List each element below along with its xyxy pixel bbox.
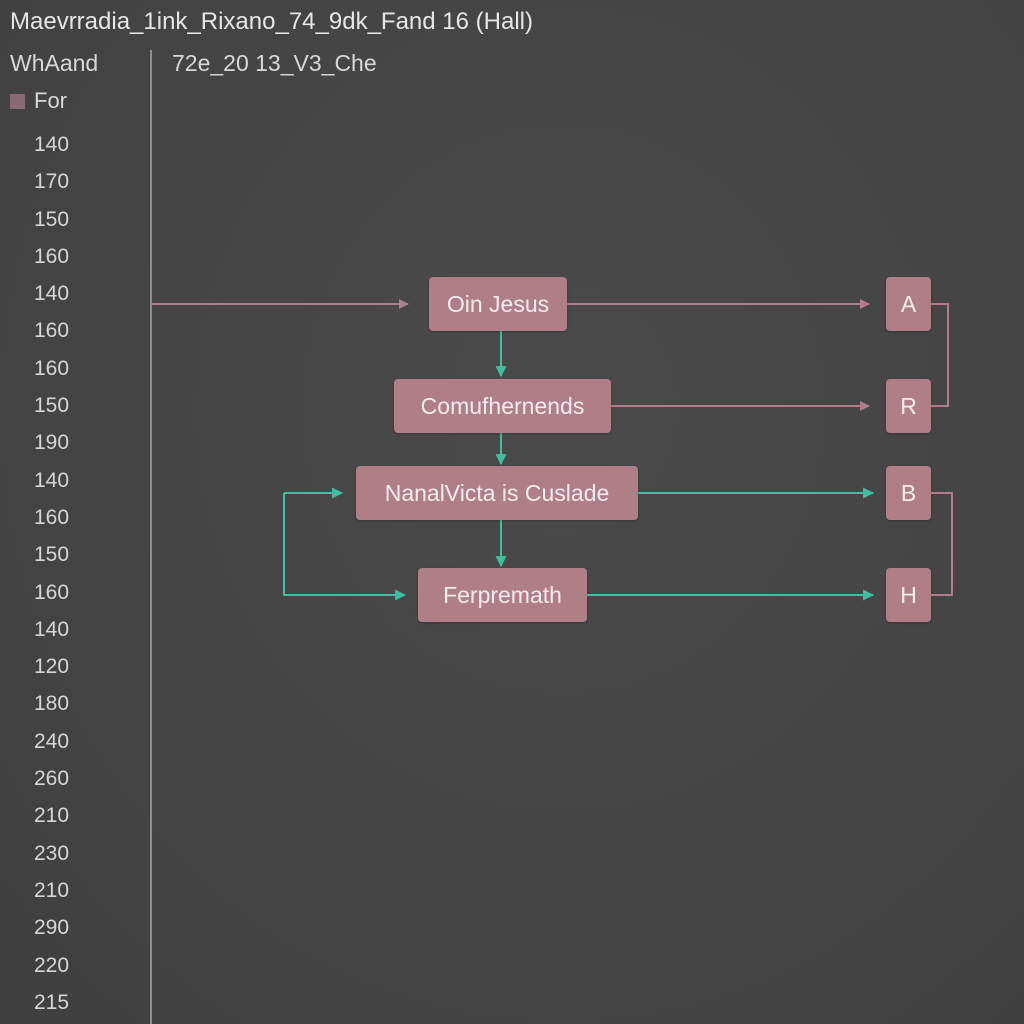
node-h[interactable]: H — [886, 568, 931, 622]
list-item[interactable]: 150 — [34, 207, 70, 231]
node-b[interactable]: B — [886, 466, 931, 520]
sidebar-header: WhAand — [10, 50, 99, 76]
list-item[interactable]: 160 — [34, 580, 70, 604]
list-item[interactable]: 160 — [34, 356, 70, 380]
list-item[interactable]: 210 — [34, 804, 70, 828]
window-title: Maevrradia_1ink_Rixano_74_9dk_Fand 16 (H… — [10, 8, 533, 35]
list-item[interactable]: 140 — [34, 468, 70, 492]
list-item[interactable]: 140 — [34, 282, 70, 306]
node-oin-jesus[interactable]: Oin Jesus — [429, 277, 567, 331]
value-list: 140 170 150 160 140 160 160 150 190 140 … — [34, 126, 69, 1021]
list-item[interactable]: 120 — [34, 655, 70, 679]
list-item[interactable]: 180 — [34, 692, 70, 716]
sidebar: WhAand For 140 170 150 160 140 160 160 1… — [0, 44, 150, 1024]
list-item[interactable]: 210 — [34, 878, 70, 902]
legend-item[interactable]: For — [10, 88, 67, 114]
main-header: 72e_20 13_V3_Che — [172, 50, 377, 76]
list-item[interactable]: 150 — [34, 394, 70, 418]
node-a[interactable]: A — [886, 277, 931, 331]
list-item[interactable]: 150 — [34, 543, 70, 567]
list-item[interactable]: 170 — [34, 170, 70, 194]
list-item[interactable]: 160 — [34, 319, 70, 343]
list-item[interactable]: 290 — [34, 916, 70, 940]
node-comufhernends[interactable]: Comufhernends — [394, 379, 611, 433]
list-item[interactable]: 215 — [34, 990, 70, 1014]
edge-a-r-bracket — [931, 303, 949, 407]
legend-swatch-icon — [10, 93, 25, 109]
list-item[interactable]: 160 — [34, 244, 70, 268]
list-item[interactable]: 260 — [34, 767, 70, 791]
node-r[interactable]: R — [886, 379, 931, 433]
list-item[interactable]: 220 — [34, 953, 70, 977]
list-item[interactable]: 240 — [34, 729, 70, 753]
list-item[interactable]: 160 — [34, 505, 70, 529]
node-ferpremath[interactable]: Ferpremath — [418, 568, 587, 622]
list-item[interactable]: 140 — [34, 133, 70, 156]
list-item[interactable]: 190 — [34, 431, 70, 455]
list-item[interactable]: 230 — [34, 841, 70, 865]
node-nanalvicta-is-cuslade[interactable]: NanalVicta is Cuslade — [356, 466, 638, 520]
list-item[interactable]: 140 — [34, 617, 70, 641]
legend-label: For — [34, 88, 67, 113]
pane-divider[interactable] — [150, 50, 152, 1024]
edge-loop-to-ferpremath — [283, 493, 407, 601]
edge-b-h-bracket — [931, 492, 953, 596]
